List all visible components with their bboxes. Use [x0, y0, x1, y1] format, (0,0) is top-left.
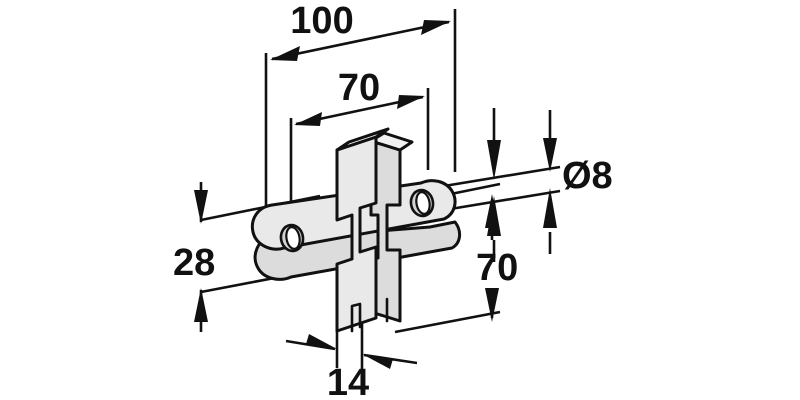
plate-bottom-notch [350, 302, 362, 333]
dim-label-70-top: 70 [338, 67, 380, 109]
dim-label-diameter-8: Ø8 [562, 155, 613, 197]
dim-label-14: 14 [327, 362, 369, 400]
arm-left-round-edge [251, 230, 286, 251]
dimension-28: 28 [173, 182, 215, 332]
arrow-14-left [306, 334, 337, 349]
arrow-70top-right [397, 95, 425, 109]
arm-right-round-edge [442, 189, 457, 221]
dim-line-100 [271, 20, 450, 61]
arrow-d8-down2 [543, 138, 557, 172]
dimension-diameter-8: Ø8 [431, 108, 613, 262]
hole-left-inner [285, 226, 301, 250]
plate-rear-blade [369, 139, 402, 323]
arrow-100-left [270, 46, 300, 61]
dimension-14: 14 [285, 334, 418, 400]
dim-label-100: 100 [290, 0, 353, 42]
dim-label-28: 28 [173, 242, 215, 284]
dimension-70-top: 70 [294, 67, 425, 126]
arrow-70top-left [294, 112, 322, 126]
dimension-100: 100 [270, 0, 451, 61]
arrow-100-right [421, 20, 451, 35]
plate-thickness-edge-top [374, 127, 390, 139]
bracket-part [250, 127, 461, 333]
ext-line-70right-lower [394, 310, 501, 334]
dimension-70-right: 70 [476, 194, 518, 322]
leader-d8-upper [431, 165, 561, 190]
arrow-d8-down [487, 140, 501, 180]
arrow-14-right [362, 354, 393, 369]
arrow-d8-up [487, 196, 501, 236]
arrow-28-up [194, 288, 208, 322]
hole-right-inner [415, 191, 431, 215]
arrow-70right-down [485, 288, 499, 322]
dim-label-70-right: 70 [476, 247, 518, 289]
dim-line-14-left [285, 339, 336, 351]
arrow-d8-up2 [543, 188, 557, 228]
arrow-28-down [194, 190, 208, 224]
